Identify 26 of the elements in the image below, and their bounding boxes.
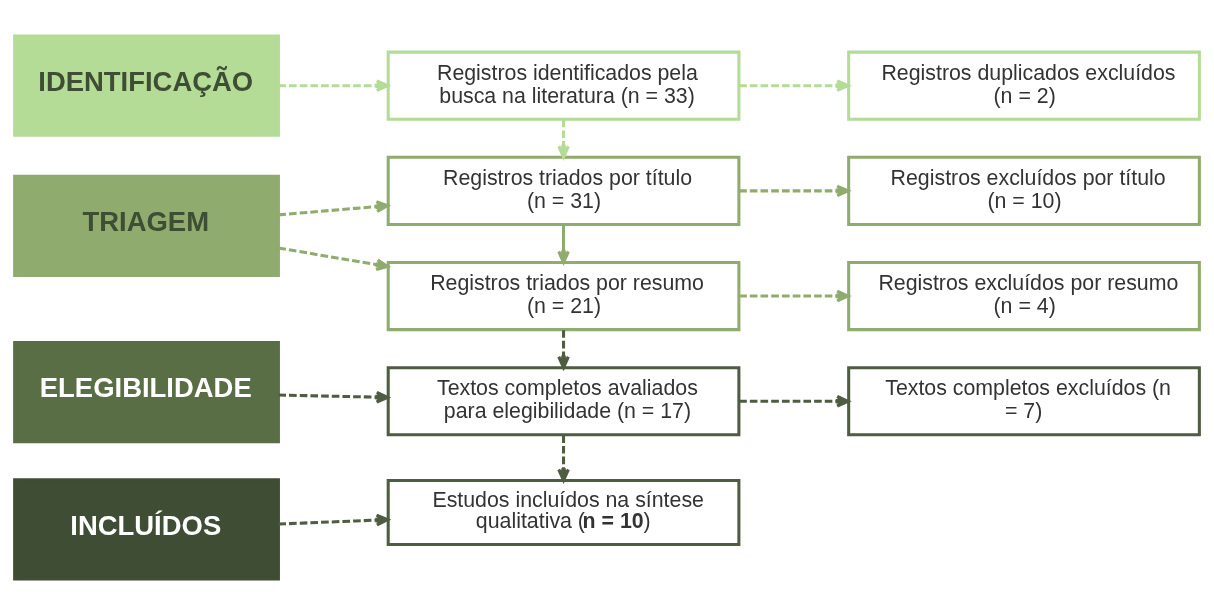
arrow: [739, 394, 850, 408]
arrow: [557, 330, 570, 370]
node-box: ELEGIBILIDADE: [13, 341, 280, 444]
node-box: Registros duplicados excluídos (n = 2): [847, 50, 1201, 121]
arrow: [557, 119, 570, 159]
arrow: [557, 224, 570, 264]
arrow: [278, 79, 390, 92]
arrow: [278, 246, 390, 271]
arrow: [278, 200, 390, 217]
node-box: Registros identificados pela busca na literatura (n = 33): [386, 50, 741, 121]
node-box: Estudos incluídos na síntese qualitativa (n = 10): [386, 479, 741, 547]
arrow: [739, 79, 850, 92]
arrow: [739, 289, 850, 303]
arrow: [278, 513, 390, 527]
node-box: TRIAGEM: [13, 174, 280, 277]
node-box: IDENTIFICAÇÃO: [13, 34, 280, 137]
node-box: Textos completos avaliados para elegibilidade (n = 17): [386, 366, 741, 437]
node-box: Registros triados por título (n = 31): [386, 155, 741, 226]
node-box: INCLUÍDOS: [13, 478, 280, 581]
node-box: Textos completos excluídos (n = 7): [847, 366, 1201, 437]
arrow: [739, 184, 850, 198]
node-box: Registros excluídos por título (n = 10): [847, 155, 1201, 226]
arrow: [557, 435, 570, 482]
node-box: Registros triados por resumo (n = 21): [386, 261, 741, 332]
node-box: Registros excluídos por resumo (n = 4): [847, 261, 1201, 332]
arrow: [278, 390, 390, 404]
